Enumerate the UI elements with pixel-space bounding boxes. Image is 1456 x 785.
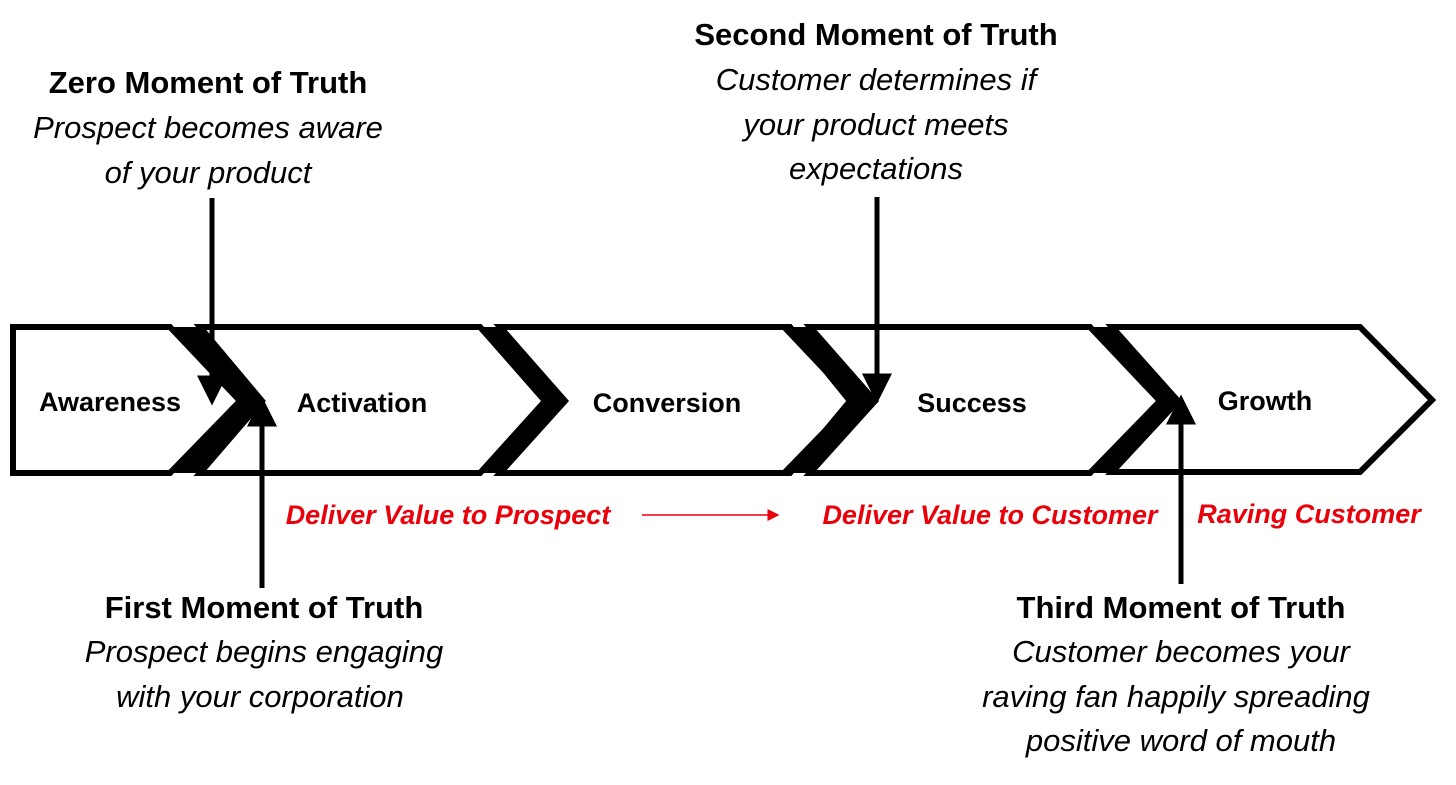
value-label-prospect: Deliver Value to Prospect (286, 500, 612, 530)
chevron-separator-3 (780, 327, 875, 473)
moment-third: Third Moment of Truth Customer becomes y… (982, 394, 1370, 758)
moment-third-desc-line-3: positive word of mouth (1025, 723, 1336, 758)
moment-third-desc-line-2: raving fan happily spreading (982, 679, 1370, 714)
stage-label-success: Success (917, 388, 1027, 418)
stage-label-conversion: Conversion (593, 388, 742, 418)
stage-label-awareness: Awareness (39, 387, 181, 417)
moment-first-desc-line-1: Prospect begins engaging (85, 634, 443, 669)
moment-first: First Moment of Truth Prospect begins en… (85, 396, 443, 714)
moment-second-title: Second Moment of Truth (694, 17, 1057, 52)
moment-zero-desc-line-1: Prospect becomes aware (33, 110, 383, 145)
moment-zero-title: Zero Moment of Truth (49, 65, 368, 100)
moment-third-desc-line-1: Customer becomes your (1012, 634, 1351, 669)
moment-zero-desc-line-2: of your product (105, 155, 313, 190)
stage-label-growth: Growth (1218, 386, 1313, 416)
moment-third-title: Third Moment of Truth (1017, 590, 1346, 625)
value-label-raving: Raving Customer (1197, 499, 1422, 529)
chevron-separator-4 (1088, 327, 1178, 473)
moment-zero: Zero Moment of Truth Prospect becomes aw… (33, 65, 383, 406)
value-labels: Deliver Value to Prospect Deliver Value … (286, 499, 1423, 530)
stage-label-activation: Activation (297, 388, 428, 418)
chevron-separator-1 (170, 327, 262, 473)
moment-second: Second Moment of Truth Customer determin… (694, 17, 1058, 404)
moment-first-desc-line-2: with your corporation (116, 679, 404, 714)
moment-first-title: First Moment of Truth (105, 590, 424, 625)
value-label-customer: Deliver Value to Customer (822, 500, 1159, 530)
moment-second-desc-line-3: expectations (789, 151, 963, 186)
moment-second-desc-line-1: Customer determines if (716, 62, 1040, 97)
moment-second-desc-line-2: your product meets (741, 107, 1008, 142)
